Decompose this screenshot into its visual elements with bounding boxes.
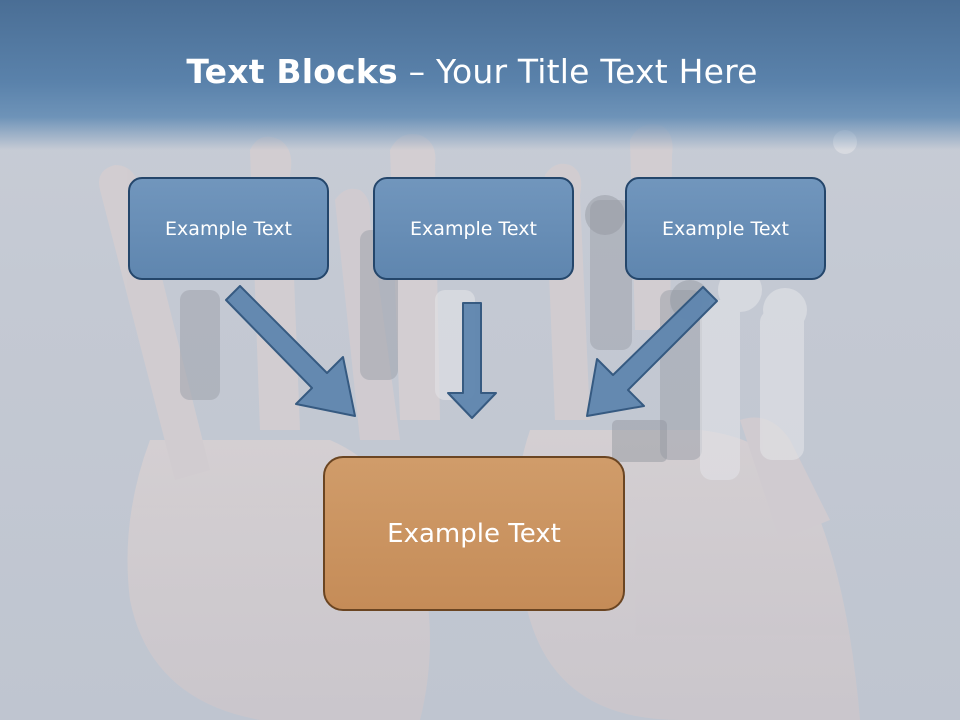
title-rest: – Your Title Text Here [397, 52, 758, 91]
arrow-left [225, 285, 356, 417]
text-box-top-right-label: Example Text [662, 217, 789, 240]
title-band [0, 0, 960, 150]
text-box-top-left-label: Example Text [165, 217, 292, 240]
title-bold: Text Blocks [186, 52, 398, 91]
text-box-top-center[interactable]: Example Text [373, 177, 574, 280]
arrow-center [447, 302, 497, 419]
text-box-top-left[interactable]: Example Text [128, 177, 329, 280]
text-box-top-right[interactable]: Example Text [625, 177, 826, 280]
arrow-right [586, 286, 718, 417]
slide-title: Text Blocks – Your Title Text Here [0, 52, 944, 91]
text-box-bottom[interactable]: Example Text [323, 456, 625, 611]
text-box-top-center-label: Example Text [410, 217, 537, 240]
text-box-bottom-label: Example Text [387, 518, 561, 549]
